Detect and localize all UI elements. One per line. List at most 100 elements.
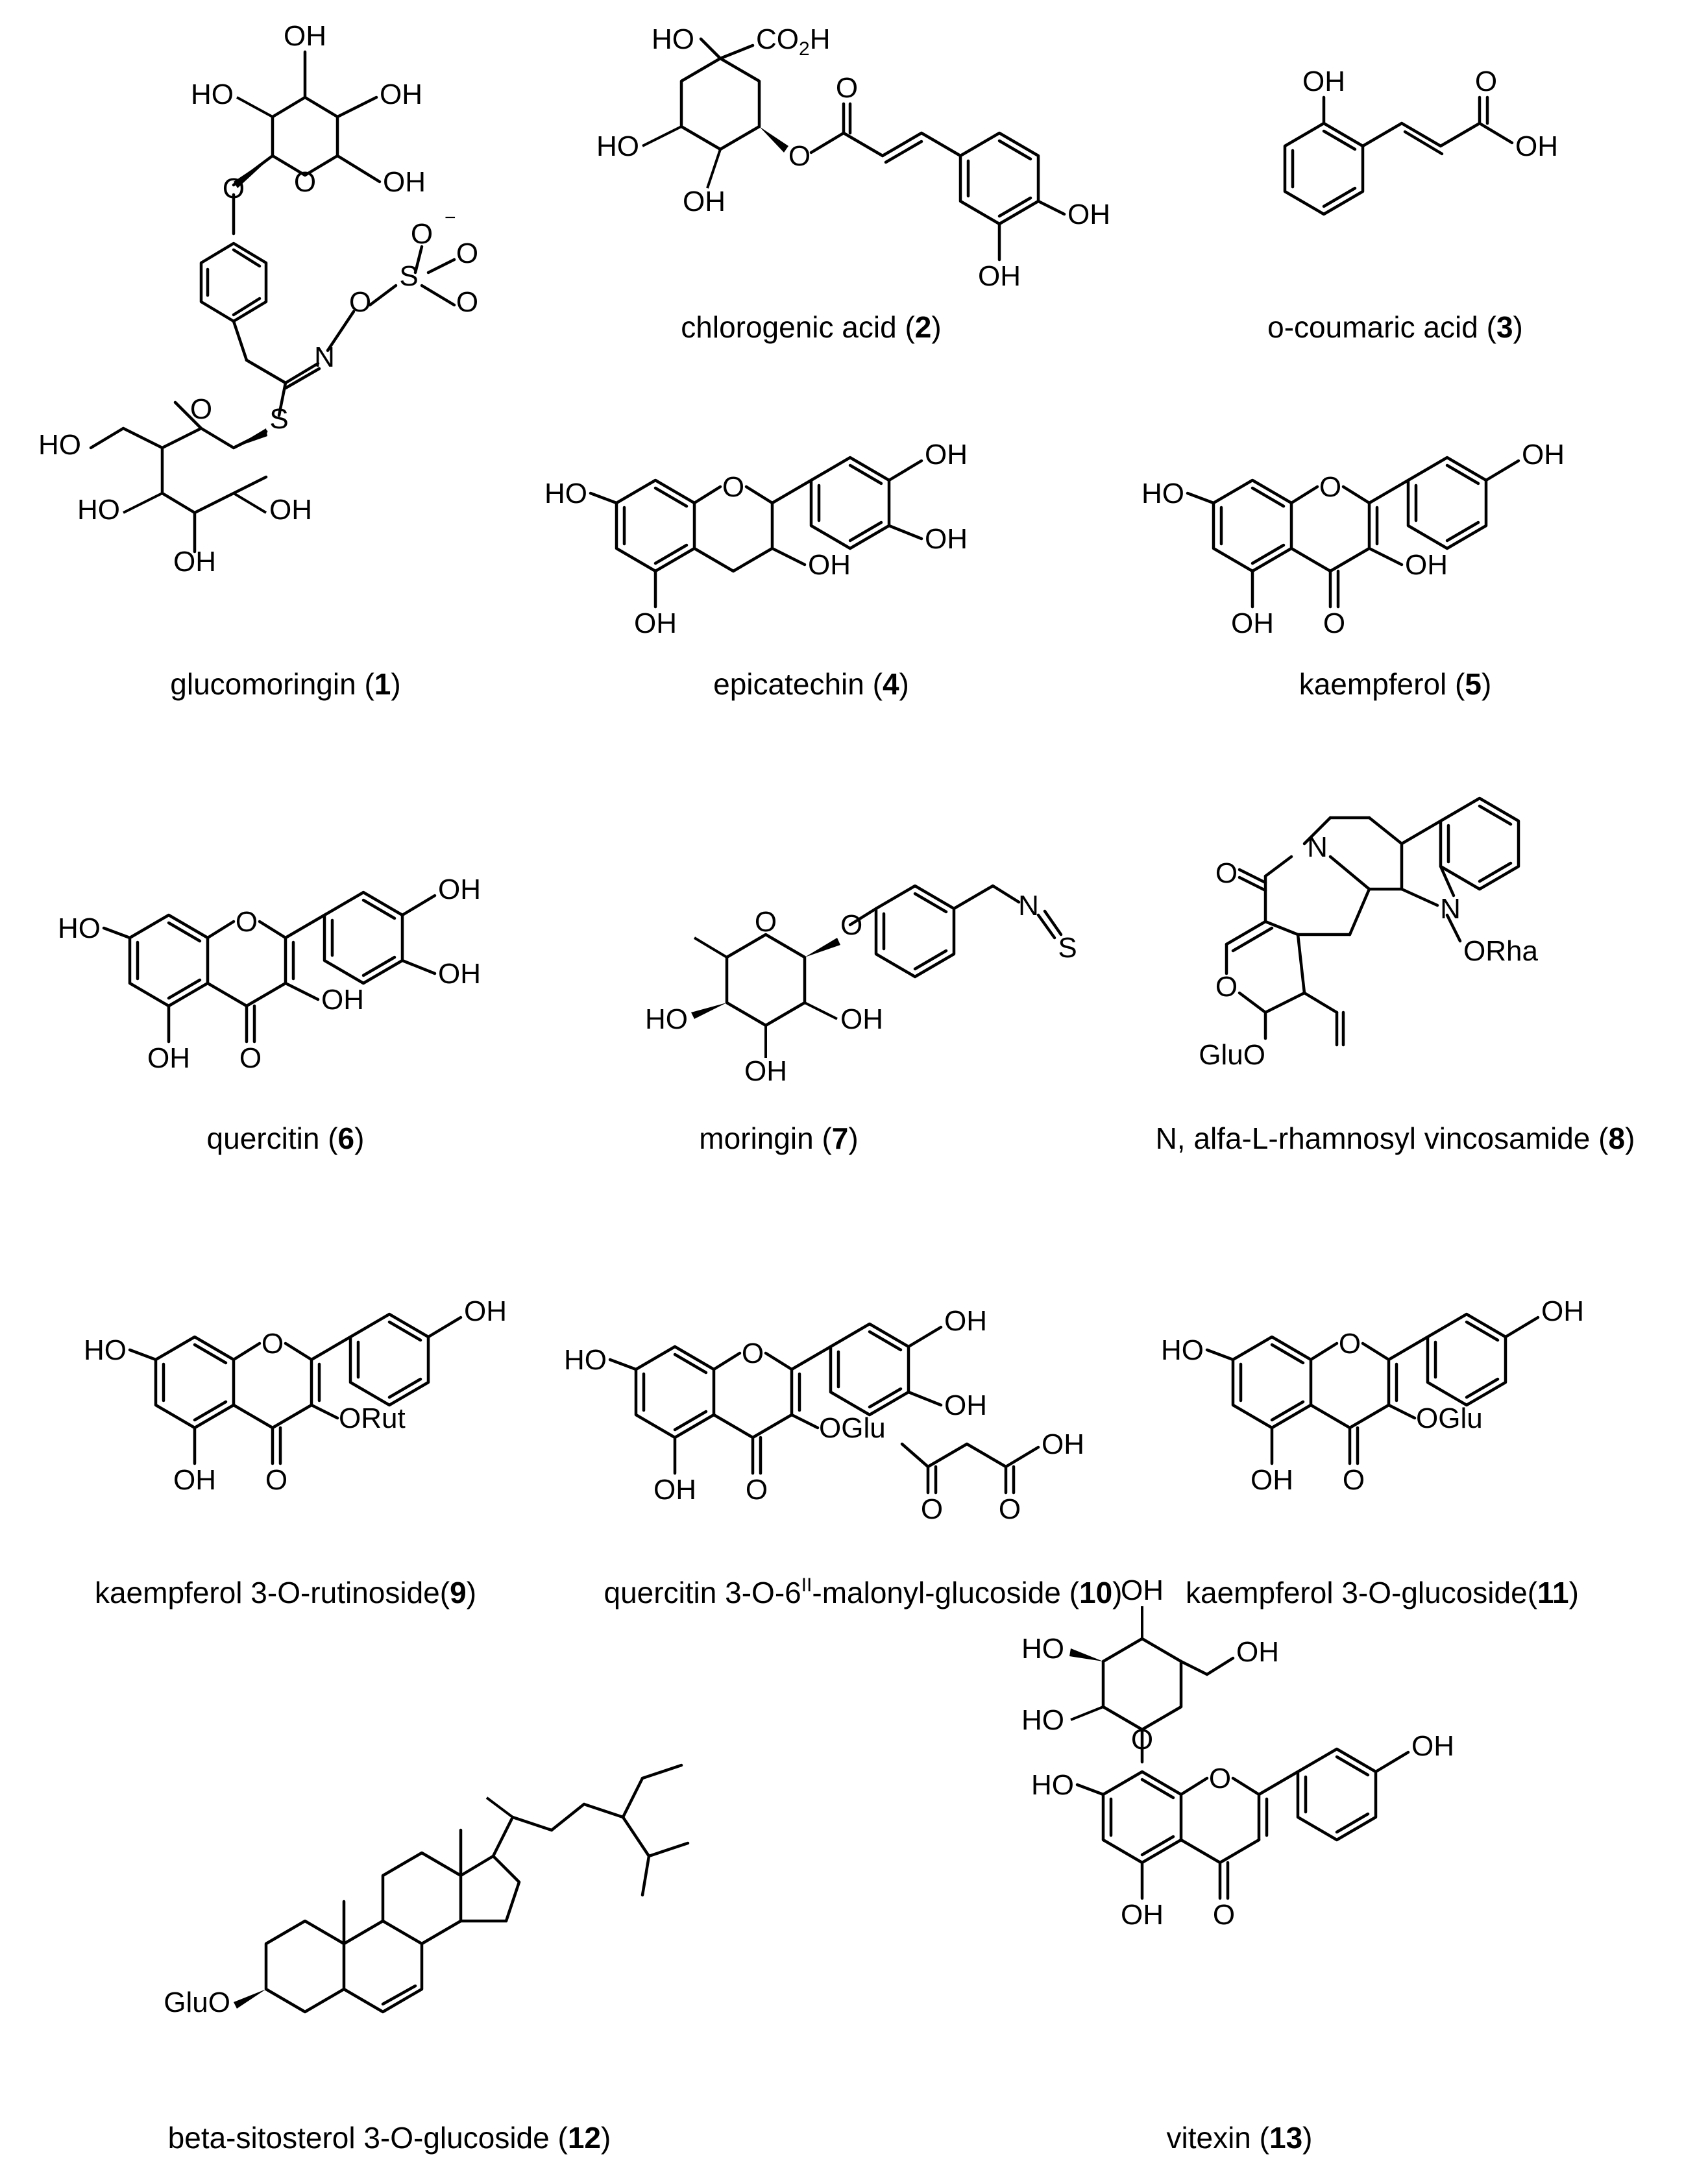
atom-label: ORha: [1463, 935, 1538, 967]
atom-label: O: [746, 1474, 768, 1506]
atom-label: OH: [284, 20, 326, 52]
atom-label: O: [262, 1328, 284, 1360]
atom-label: O: [1209, 1763, 1231, 1794]
atom-label: O: [456, 238, 478, 269]
atom-label: O: [1343, 1464, 1365, 1496]
atom-label: HO: [1021, 1633, 1064, 1665]
atom-label: O: [190, 393, 212, 425]
atom-label: O: [294, 166, 316, 198]
atom-label: O: [223, 173, 245, 204]
atom-label: OH: [1405, 549, 1448, 581]
atom-label: O: [239, 1042, 262, 1074]
atom-label: O: [1215, 971, 1238, 1003]
atom-label: OH: [944, 1389, 987, 1421]
atom-label: S: [399, 260, 418, 292]
atom-label: OH: [1541, 1295, 1584, 1327]
atom-label: S: [269, 403, 288, 435]
atom-label: OH: [653, 1474, 696, 1506]
atom-label: OH: [925, 439, 968, 471]
structure-quercitin-malonyl-glucoside: HO OH O O OGlu OH OH O O OH quercitin 3-…: [564, 1305, 1123, 1609]
caption-8: N, alfa-L-rhamnosyl vincosamide (8): [1156, 1121, 1635, 1155]
atom-label: OH: [383, 166, 426, 198]
atom-label: OH: [808, 549, 851, 581]
atom-label: O: [1339, 1328, 1361, 1360]
atom-label: O: [1213, 1899, 1235, 1931]
structure-kaempferol-rutinoside: HO OH O O ORut OH kaempferol 3-O-rutinos…: [84, 1295, 507, 1609]
caption-7: moringin (7): [699, 1121, 858, 1155]
caption-11: kaempferol 3-O-glucoside(11): [1186, 1576, 1579, 1609]
atom-label: HO: [652, 23, 694, 55]
atom-label: OH: [744, 1055, 787, 1087]
atom-label: OH: [1250, 1464, 1293, 1496]
atom-label: O: [1475, 66, 1497, 97]
structure-rhamnosyl-vincosamide: O N N ORha O GluO N, alfa-L-rhamnosyl vi…: [1156, 796, 1635, 1155]
atom-label: O: [265, 1464, 287, 1496]
atom-label: OH: [173, 1464, 216, 1496]
atom-label: HO: [38, 429, 81, 461]
caption-5: kaempferol (5): [1299, 667, 1492, 701]
atom-label: HO: [1141, 478, 1184, 509]
caption-1: glucomoringin (1): [170, 667, 400, 701]
atom-label: OH: [634, 607, 677, 639]
atom-label: HO: [1031, 1769, 1074, 1801]
atom-label: N: [1307, 831, 1328, 863]
caption-13: vitexin (13): [1167, 2121, 1313, 2155]
atom-label: O: [1215, 857, 1238, 889]
atom-label: O: [1319, 471, 1341, 503]
structure-kaempferol: HO OH O O OH OH kaempferol (5): [1141, 439, 1565, 701]
atom-label: O: [349, 286, 371, 318]
atom-label: HO: [77, 494, 120, 526]
atom-label: O: [1323, 607, 1345, 639]
atom-label: OH: [1121, 1899, 1164, 1931]
atom-label: S: [1058, 932, 1077, 964]
atom-label: OH: [1515, 130, 1558, 162]
atom-label: OH: [1121, 1574, 1164, 1606]
atom-label: OH: [944, 1305, 987, 1337]
atom-label: OH: [840, 1003, 883, 1035]
structure-epicatechin: HO OH O OH OH OH epicatechin (4): [544, 439, 968, 701]
atom-label: O: [742, 1338, 764, 1369]
atom-label: O: [999, 1493, 1021, 1525]
atom-label: O: [836, 72, 858, 104]
caption-9: kaempferol 3-O-rutinoside(9): [95, 1576, 476, 1609]
atom-label: HO: [564, 1344, 607, 1376]
atom-label: OH: [464, 1295, 507, 1327]
atom-label: OH: [438, 874, 481, 905]
atom-label: O: [840, 909, 862, 941]
caption-2: chlorogenic acid (2): [681, 310, 941, 344]
structure-moringin: O O OH OH HO N S moringin (7): [645, 884, 1077, 1155]
atom-label: ORut: [339, 1402, 406, 1434]
atom-label: HO: [84, 1334, 127, 1366]
atom-label: HO: [191, 79, 234, 110]
structure-quercitin: HO OH O O OH OH OH quercitin (6): [58, 874, 481, 1155]
caption-6: quercitin (6): [207, 1121, 365, 1155]
atom-label: OH: [683, 186, 726, 217]
atom-label: OH: [1411, 1730, 1454, 1762]
atom-label: OGlu: [819, 1412, 886, 1444]
atom-label: OH: [269, 494, 312, 526]
atom-label: OH: [1522, 439, 1565, 471]
caption-12: beta-sitosterol 3-O-glucoside (12): [168, 2121, 611, 2155]
structure-glucomoringin: OH HO OH OH O O N O S O − O O S O HO HO …: [38, 20, 478, 701]
atom-label: HO: [58, 912, 101, 944]
atom-label: OH: [438, 958, 481, 990]
atom-label: O: [1131, 1724, 1153, 1756]
atom-label: HO: [544, 478, 587, 509]
atom-label: O: [755, 906, 777, 938]
atom-label: GluO: [1199, 1039, 1265, 1071]
structure-chlorogenic-acid: HO CO2H HO OH O O OH OH chlorogenic acid…: [596, 23, 1110, 344]
atom-label: O: [722, 471, 744, 503]
structure-beta-sitosterol-glucoside: GluO beta-sitosterol 3-O-glucoside (12): [164, 1763, 690, 2155]
caption-10: quercitin 3-O-6II-malonyl-glucoside (10): [604, 1574, 1122, 1609]
atom-label: OH: [1042, 1428, 1084, 1460]
atom-label: OH: [1068, 199, 1110, 230]
atom-label: O: [788, 140, 811, 172]
atom-label: OH: [380, 79, 422, 110]
structure-o-coumaric-acid: OH O OH o-coumaric acid (3): [1267, 66, 1558, 344]
structure-kaempferol-glucoside: HO OH O O OGlu OH kaempferol 3-O-glucosi…: [1161, 1295, 1584, 1609]
atom-label: O: [921, 1493, 943, 1525]
atom-label: GluO: [164, 1987, 230, 2018]
atom-label: OH: [147, 1042, 190, 1074]
atom-label: OH: [1236, 1636, 1279, 1668]
